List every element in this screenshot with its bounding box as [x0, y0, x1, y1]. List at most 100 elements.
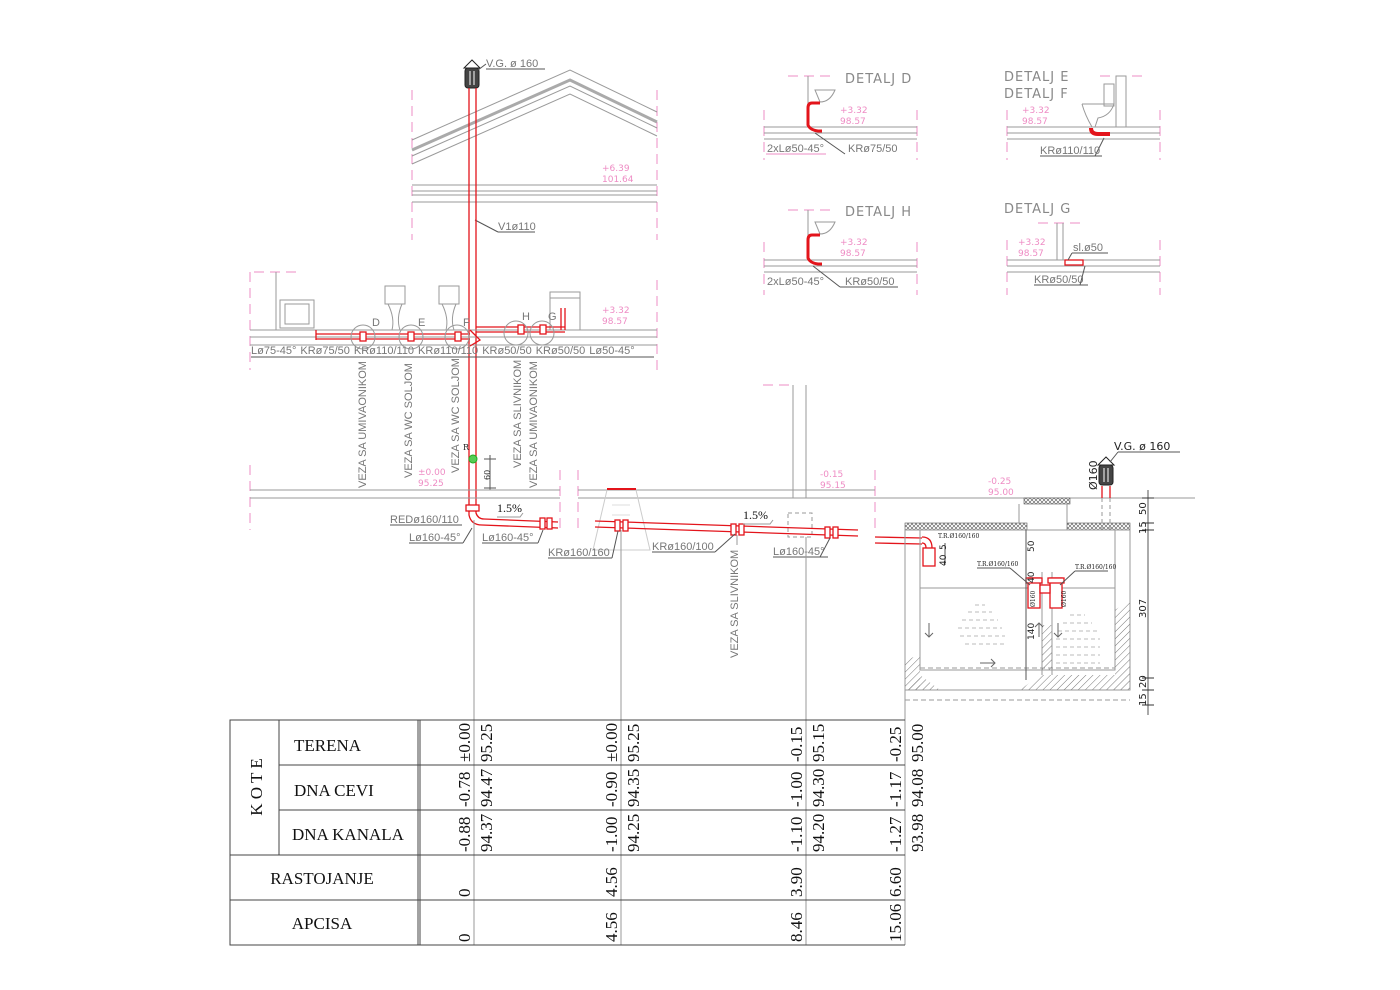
detail-marker-g: G: [548, 311, 557, 323]
ground-level2-top: -0.15: [820, 470, 843, 480]
connection-label: VEZA SA SLIVNIKOM: [512, 360, 524, 468]
floor-fitting-label: KRø50/50: [536, 345, 586, 357]
wc-icon: [438, 285, 460, 331]
table-group-label: K O T E: [247, 758, 266, 815]
detail-marker-h: H: [522, 311, 530, 323]
sewer-pipe: [465, 504, 923, 545]
row-label-rastojanje: RASTOJANJE: [270, 869, 374, 888]
washbasin-icon: [279, 299, 315, 329]
ground-fitting-label: KRø160/100: [652, 541, 714, 553]
dim-inner: 40: [939, 554, 949, 566]
ground-fitting-label: Lø160-45°: [482, 532, 534, 544]
detail-level-top: +3.32: [840, 106, 868, 116]
station-apcisa-value: 4.56: [602, 912, 621, 942]
detail-label: KRø50/50: [1034, 274, 1084, 286]
ground-level3-bottom: 95.00: [988, 488, 1014, 498]
detail-label: KRø75/50: [848, 143, 898, 155]
station-dna-kanala-value: 94.20: [809, 814, 828, 852]
detail-label: sl.ø50: [1073, 242, 1103, 254]
cleanout-height: 60: [483, 470, 492, 480]
roof-level-bottom: 101.64: [602, 175, 634, 185]
detail-e-f: DETALJ E DETALJ F +3.32 98.57 KRø110/110: [1004, 70, 1161, 160]
detail-label: KRø110/110: [1040, 145, 1100, 157]
ground-fitting-label: Lø160-45°: [773, 546, 825, 558]
station-dna-kanala-value: 94.25: [624, 814, 643, 852]
dim-inner: 50: [1027, 540, 1037, 552]
station-dna-kanala-value: 94.37: [477, 813, 496, 852]
detail-level-bottom: 98.57: [1022, 117, 1048, 127]
row-label-dna-kanala: DNA KANALA: [292, 825, 405, 844]
washbasin-icon: [814, 221, 836, 235]
station-dna-kanala-value: -1.00: [602, 817, 621, 852]
row-label-apcisa: APCISA: [292, 914, 353, 933]
station-dna-cevi-value: -1.00: [787, 772, 806, 807]
vent-cap-icon: [1096, 456, 1116, 530]
station-terena-value: 95.00: [908, 724, 927, 762]
connection-label: VEZA SA UMIVAONIKOM: [357, 361, 369, 488]
floor-fitting-label: KRø75/50: [300, 345, 350, 357]
detail-level-top: +3.32: [1018, 238, 1046, 248]
floor-pipes: [315, 308, 566, 347]
slope-label: 1.5%: [743, 508, 768, 522]
connection-label: VEZA SA UMIVAONIKOM: [528, 361, 540, 488]
vent-cap-icon: [462, 59, 482, 89]
detail-title: DETALJ F: [1004, 87, 1069, 102]
station-lines: [473, 520, 906, 945]
tee-label: T.R.Ø160/160: [938, 533, 979, 540]
station-dna-cevi-value: 94.35: [624, 769, 643, 807]
station-dna-kanala-value: -0.88: [455, 817, 474, 852]
detail-h: DETALJ H +3.32 98.57 2xLø50-45° KRø50/50: [763, 205, 918, 295]
station-dna-kanala-value: -1.10: [787, 817, 806, 852]
ground-fitting-label: KRø160/160: [548, 547, 610, 559]
vertical-stack-pipe: [468, 88, 477, 512]
floor-section: D E F H G +3.32 98.57 Lø75-45° KRø75/50 …: [249, 271, 658, 490]
detail-marker-circle: [529, 320, 555, 346]
dim-outer: 20: [1138, 675, 1149, 688]
detail-label: 2xLø50-45°: [767, 276, 824, 288]
septic-tank: V.G. ø 160 Ø160 T.R.Ø160/160 T.R.Ø160/16…: [875, 440, 1195, 715]
row-label-terena: TERENA: [294, 736, 362, 755]
dim-outer: 307: [1138, 599, 1149, 618]
station-dna-kanala-value: 93.98: [908, 814, 927, 852]
connection-label: VEZA SA SLIVNIKOM: [729, 550, 741, 658]
floor-fitting-label: KRø50/50: [482, 345, 532, 357]
floor-level-top: +3.32: [602, 306, 630, 316]
station-dna-cevi-value: -0.90: [602, 772, 621, 807]
pipe-diameter: Ø160: [1061, 590, 1068, 607]
inlet-elbow: [921, 536, 936, 567]
detail-level-bottom: 98.57: [840, 117, 866, 127]
floor-level-bottom: 98.57: [602, 317, 628, 327]
station-terena-value: 95.15: [809, 724, 828, 762]
detail-g: DETALJ G +3.32 98.57 sl.ø50 KRø50/50: [1004, 202, 1161, 295]
station-terena-value: 95.25: [477, 724, 496, 762]
floor-fitting-label: KRø110/110: [354, 345, 414, 357]
dim-inner: 5: [939, 544, 949, 550]
station-apcisa-value: 0: [455, 934, 474, 943]
dim-outer: 15: [1138, 693, 1149, 706]
roof-level-top: +6.39: [602, 164, 630, 174]
detail-label: 2xLø50-45°: [767, 143, 824, 155]
dim-outer: 15: [1138, 521, 1149, 534]
station-rastojanje-value: 6.60: [886, 867, 905, 897]
detail-level-bottom: 98.57: [1018, 249, 1044, 259]
station-dna-cevi-value: 94.30: [809, 769, 828, 807]
station-rastojanje-value: 3.90: [787, 867, 806, 897]
detail-level-top: +3.32: [1022, 106, 1050, 116]
detail-marker-circle: [350, 324, 376, 350]
tank-vent-diameter: Ø160: [1087, 460, 1100, 490]
detail-title: DETALJ D: [845, 72, 912, 87]
flow-arrow-icon: [924, 622, 1063, 668]
station-terena-value: -0.25: [886, 727, 905, 762]
detail-title: DETALJ E: [1004, 70, 1069, 85]
cleanout-marker: R: [463, 443, 470, 452]
ground-level1-bottom: 95.25: [418, 479, 444, 489]
pipe-diameter: Ø160: [1030, 590, 1037, 607]
dim-inner: 40: [1027, 571, 1037, 583]
detail-title: DETALJ H: [845, 205, 912, 220]
dim-inner: 140: [1027, 623, 1037, 640]
station-dna-cevi-value: 94.08: [908, 769, 927, 807]
detail-level-bottom: 98.57: [840, 249, 866, 259]
detail-marker-circle: [398, 324, 424, 350]
floor-fitting-label: Lø50-45°: [589, 345, 634, 357]
